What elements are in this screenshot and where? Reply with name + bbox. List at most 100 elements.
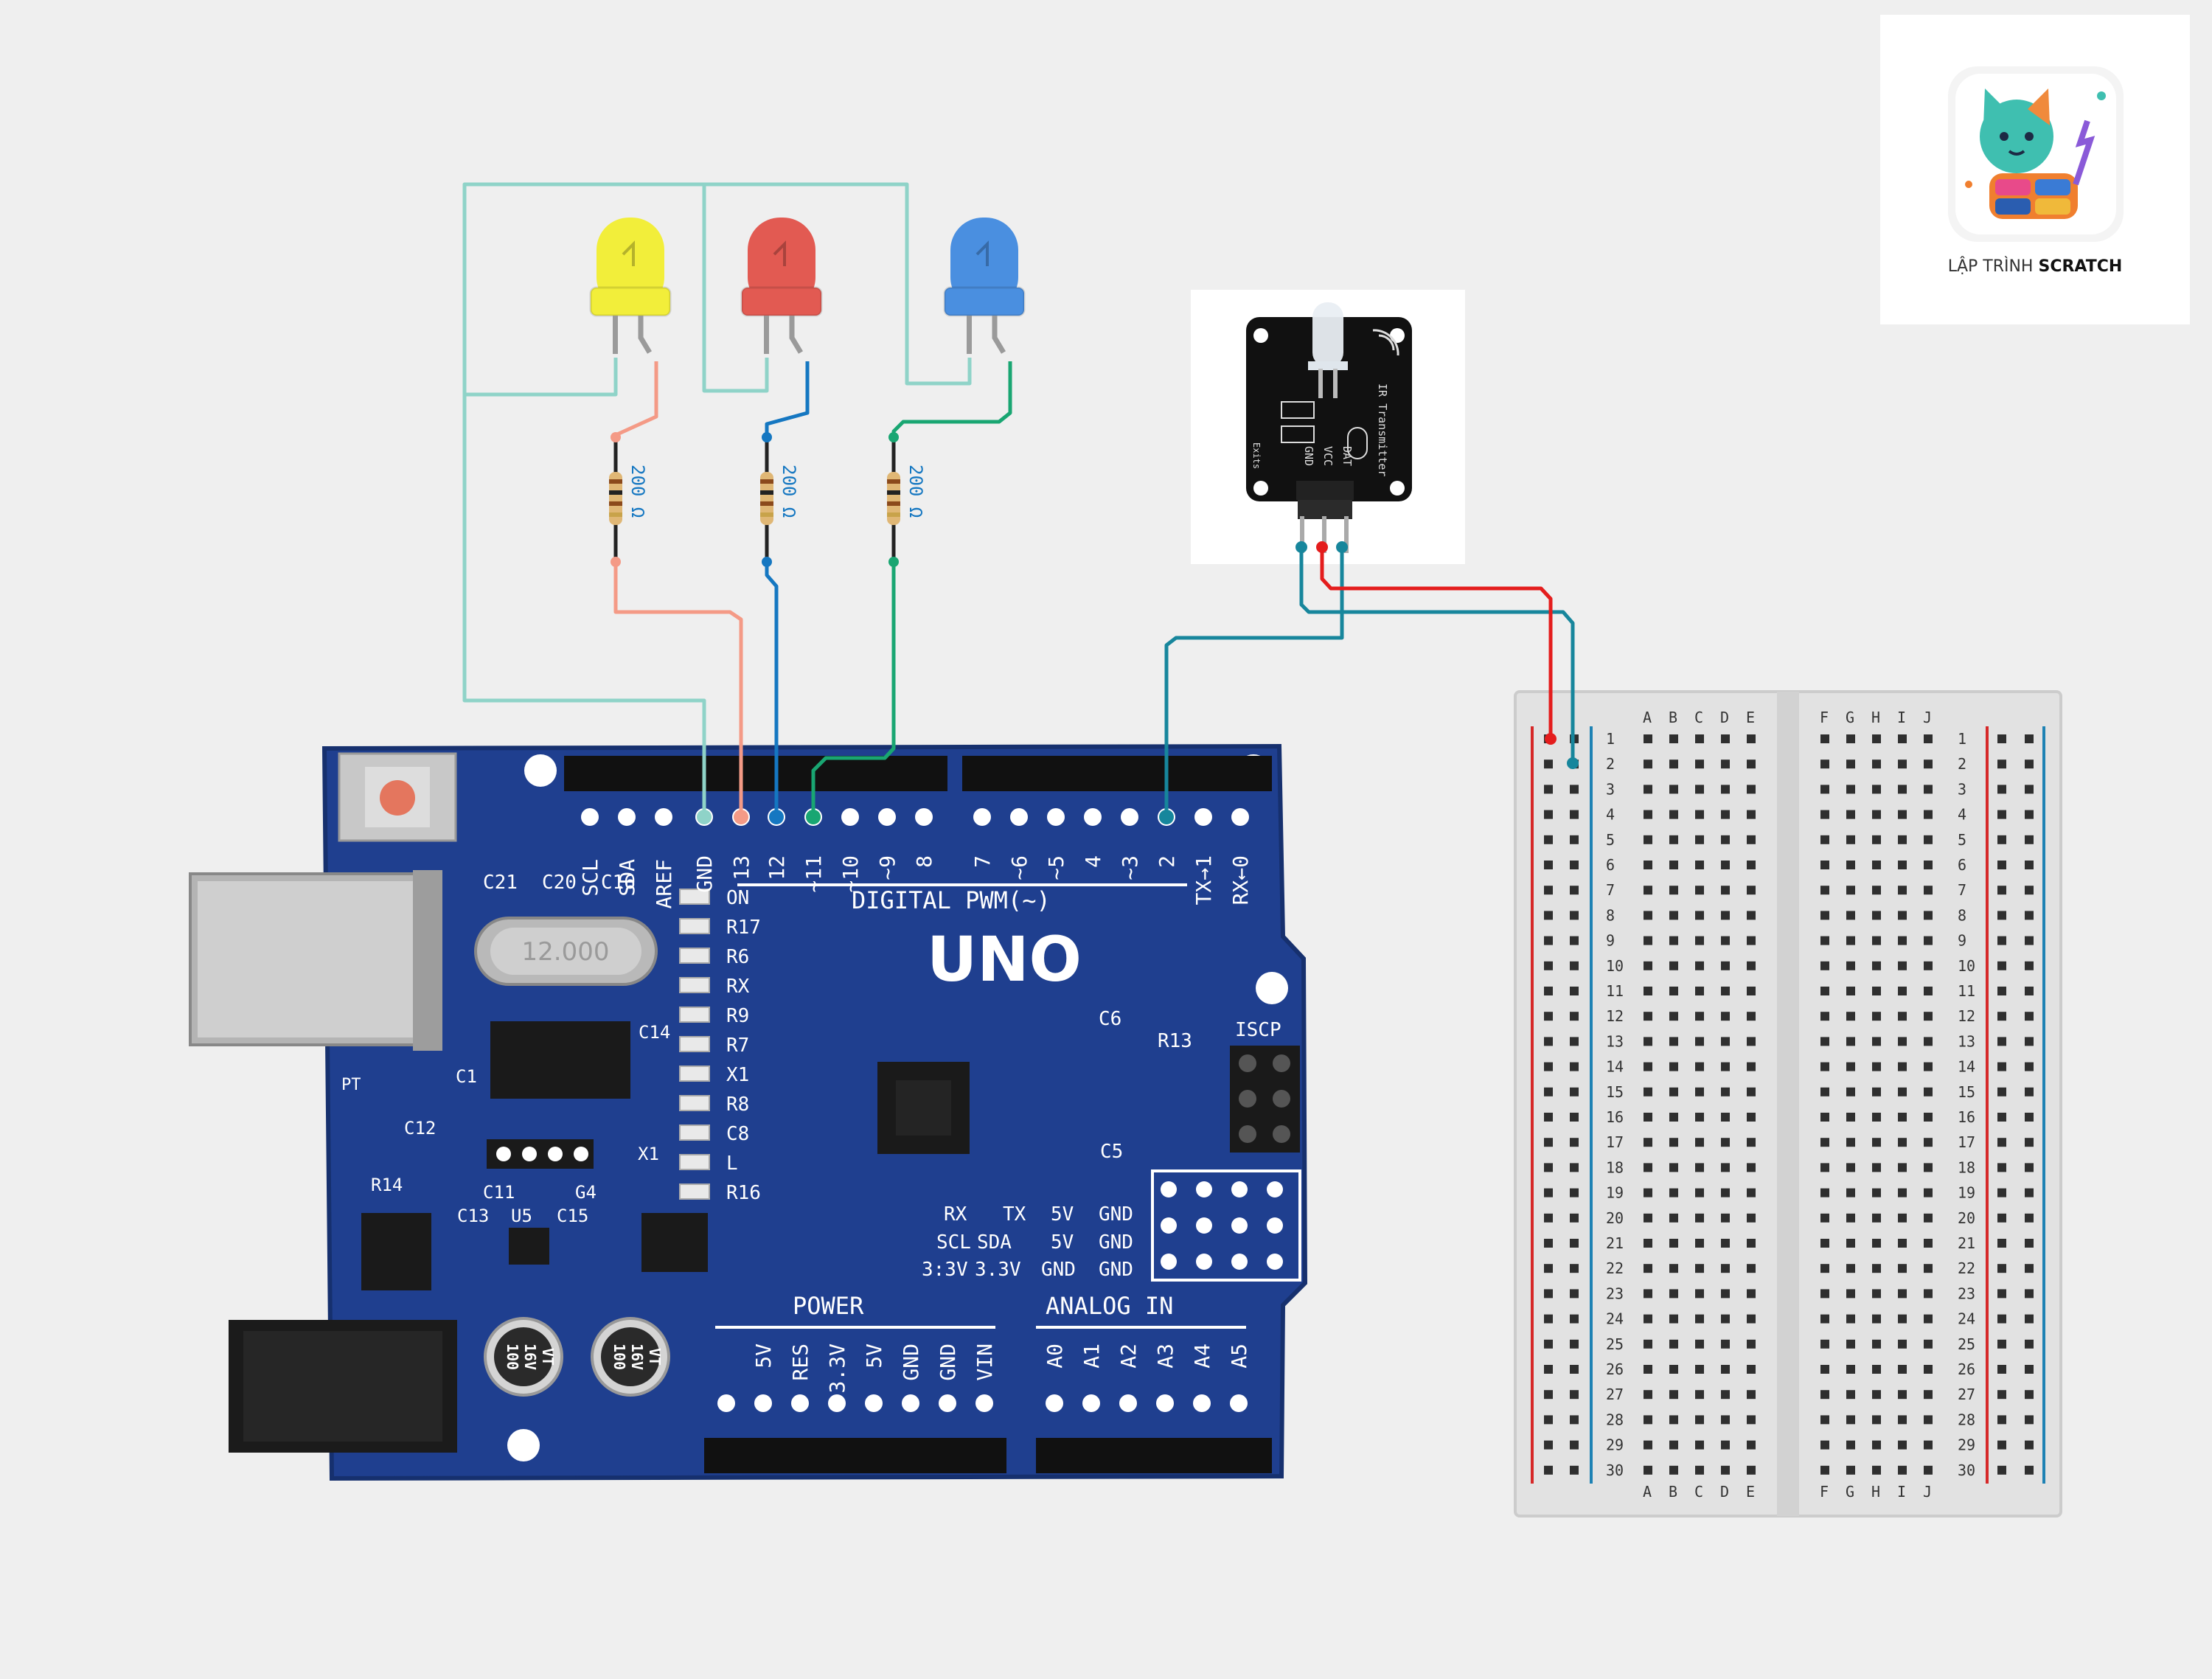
header-hole bbox=[618, 808, 636, 826]
ir-pin-label-gnd: GND bbox=[1302, 446, 1315, 466]
pin-label: ~5 bbox=[1044, 855, 1068, 880]
resistor-value: 200 Ω bbox=[779, 465, 799, 518]
logo-caption: LẬP TRÌNH SCRATCH bbox=[1948, 257, 2123, 276]
power-pin-label: 5V bbox=[862, 1343, 886, 1369]
row-number: 5 bbox=[1606, 831, 1615, 849]
column-letter: H bbox=[1871, 1483, 1880, 1501]
analog-in-label: ANALOG IN bbox=[1046, 1292, 1173, 1320]
column-letter: G bbox=[1846, 709, 1854, 726]
svg-text:RX: RX bbox=[944, 1203, 967, 1226]
silk-c13: C13 bbox=[457, 1206, 489, 1226]
column-letter: D bbox=[1720, 1483, 1729, 1501]
header-hole bbox=[1121, 808, 1138, 826]
silk-g4: G4 bbox=[575, 1182, 597, 1203]
pin-label: 2 bbox=[1155, 855, 1179, 868]
row-number: 5 bbox=[1958, 831, 1966, 849]
status-label: C8 bbox=[726, 1123, 749, 1145]
pin-label: ~10 bbox=[838, 855, 863, 893]
column-letter: D bbox=[1720, 709, 1729, 726]
silk-c5: C5 bbox=[1100, 1141, 1123, 1163]
power-pin-label: 3.3V bbox=[825, 1343, 849, 1394]
row-number: 17 bbox=[1606, 1133, 1624, 1151]
arduino-uno-board: 100 16V VT 100 16V VT 12.000 bbox=[189, 743, 1308, 1481]
row-number: 26 bbox=[1958, 1360, 1975, 1378]
row-number: 2 bbox=[1606, 755, 1615, 773]
row-number: 18 bbox=[1958, 1158, 1975, 1176]
pin-label: TX→1 bbox=[1192, 855, 1216, 905]
header-hole bbox=[1194, 808, 1212, 826]
analog-pin-label: A4 bbox=[1190, 1343, 1214, 1369]
reset-button[interactable] bbox=[338, 752, 457, 842]
pin-label: 4 bbox=[1081, 855, 1105, 868]
column-letter: B bbox=[1669, 709, 1677, 726]
row-number: 27 bbox=[1958, 1386, 1975, 1403]
row-number: 12 bbox=[1958, 1007, 1975, 1025]
svg-text:5V: 5V bbox=[1051, 1203, 1074, 1226]
row-number: 28 bbox=[1958, 1411, 1975, 1428]
row-number: 30 bbox=[1606, 1461, 1624, 1479]
svg-text:GND: GND bbox=[1099, 1203, 1133, 1226]
column-letter: E bbox=[1746, 1483, 1755, 1501]
status-label: ON bbox=[726, 887, 749, 909]
row-number: 2 bbox=[1958, 755, 1966, 773]
row-number: 20 bbox=[1958, 1209, 1975, 1227]
status-label: L bbox=[726, 1153, 738, 1175]
digital-label: DIGITAL PWM(~) bbox=[852, 886, 1051, 914]
row-number: 16 bbox=[1958, 1108, 1975, 1126]
row-number: 29 bbox=[1958, 1436, 1975, 1454]
row-number: 10 bbox=[1606, 957, 1624, 975]
svg-text:100: 100 bbox=[611, 1343, 628, 1370]
pin-table-labels: RX TX 5V GND SCL SDA 5V GND 3:3V 3.3V GN… bbox=[922, 1203, 1133, 1281]
header-hole bbox=[1084, 808, 1102, 826]
header-hole bbox=[915, 808, 933, 826]
header-hole bbox=[1231, 808, 1249, 826]
header-hole bbox=[1047, 808, 1065, 826]
row-number: 15 bbox=[1606, 1083, 1624, 1101]
svg-text:GND: GND bbox=[1041, 1259, 1076, 1281]
row-number: 25 bbox=[1606, 1335, 1624, 1353]
row-number: 11 bbox=[1606, 982, 1624, 1000]
row-number: 25 bbox=[1958, 1335, 1975, 1353]
resistor-2: 200 Ω bbox=[760, 432, 799, 567]
column-letter: C bbox=[1694, 709, 1703, 726]
column-letter: F bbox=[1820, 709, 1829, 726]
column-letter: H bbox=[1871, 709, 1880, 726]
row-number: 19 bbox=[1606, 1184, 1624, 1202]
header-hole bbox=[581, 808, 599, 826]
row-number: 29 bbox=[1606, 1436, 1624, 1454]
row-number: 23 bbox=[1606, 1285, 1624, 1302]
row-number: 21 bbox=[1958, 1234, 1975, 1252]
status-label: R8 bbox=[726, 1094, 749, 1116]
svg-text:5V: 5V bbox=[1051, 1231, 1074, 1254]
pin-label: RX←0 bbox=[1228, 855, 1253, 905]
row-number: 22 bbox=[1958, 1259, 1975, 1277]
capacitor-right: 100 16V VT bbox=[591, 1317, 670, 1397]
ir-module-side-label: Exits bbox=[1251, 442, 1262, 469]
power-jack bbox=[229, 1320, 457, 1453]
header-hole bbox=[841, 808, 859, 826]
row-number: 24 bbox=[1958, 1310, 1975, 1328]
column-letter: I bbox=[1897, 1483, 1906, 1501]
row-number: 10 bbox=[1958, 957, 1975, 975]
ir-pin-label-dat: DAT bbox=[1340, 446, 1354, 466]
row-number: 3 bbox=[1606, 780, 1615, 798]
column-letter: E bbox=[1746, 709, 1755, 726]
silk-c6: C6 bbox=[1099, 1008, 1121, 1030]
svg-text:SDA: SDA bbox=[977, 1231, 1012, 1254]
silk-c20: C20 bbox=[542, 872, 577, 894]
row-number: 14 bbox=[1606, 1058, 1624, 1076]
row-number: 7 bbox=[1606, 881, 1615, 899]
row-number: 27 bbox=[1606, 1386, 1624, 1403]
pin-label: ~11 bbox=[801, 855, 826, 893]
analog-header bbox=[1036, 1438, 1272, 1473]
signal-icon bbox=[1372, 329, 1399, 356]
row-number: 17 bbox=[1958, 1133, 1975, 1151]
analog-pin-label: A2 bbox=[1116, 1343, 1141, 1369]
led-yellow bbox=[589, 218, 672, 354]
row-number: 22 bbox=[1606, 1259, 1624, 1277]
resistor-value: 200 Ω bbox=[905, 465, 926, 518]
svg-text:SCL: SCL bbox=[936, 1231, 971, 1254]
row-number: 23 bbox=[1958, 1285, 1975, 1302]
